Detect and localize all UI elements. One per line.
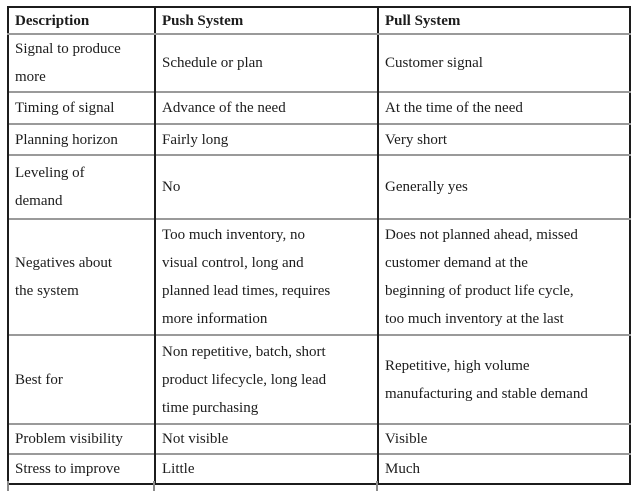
cell-push: Little: [154, 453, 378, 484]
push-pull-comparison-table: Description Push System Pull System Sign…: [7, 6, 631, 485]
table-row-planning-horizon: Planning horizon Fairly long Very short: [7, 123, 630, 155]
table-border-stub: [7, 481, 9, 491]
cell-description: Leveling of demand: [7, 154, 155, 219]
cell-description: Problem visibility: [7, 423, 155, 454]
table-row-negatives: Negatives about the system Too much inve…: [7, 218, 630, 335]
cell-push: Schedule or plan: [154, 33, 378, 92]
cell-pull: Repetitive, high volume manufacturing an…: [377, 334, 630, 424]
cell-description: Negatives about the system: [7, 218, 155, 335]
table-row-stress-to-improve: Stress to improve Little Much: [7, 453, 630, 484]
table-row-problem-visibility: Problem visibility Not visible Visible: [7, 423, 630, 454]
table-row-best-for: Best for Non repetitive, batch, short pr…: [7, 334, 630, 424]
column-header-pull-system: Pull System: [377, 6, 630, 35]
column-header-description: Description: [7, 6, 155, 35]
table-border-stub: [153, 481, 155, 491]
table-row-signal-to-produce: Signal to produce more Schedule or plan …: [7, 33, 630, 92]
cell-push: Advance of the need: [154, 91, 378, 124]
cell-pull: Generally yes: [377, 154, 630, 219]
header-row: Description Push System Pull System: [7, 6, 630, 35]
cell-push: Not visible: [154, 423, 378, 454]
cell-pull: Visible: [377, 423, 630, 454]
cell-pull: Very short: [377, 123, 630, 155]
cell-pull: Customer signal: [377, 33, 630, 92]
table-border-stub: [376, 481, 378, 491]
cell-pull: Does not planned ahead, missed customer …: [377, 218, 630, 335]
cell-description: Signal to produce more: [7, 33, 155, 92]
table-row-timing-of-signal: Timing of signal Advance of the need At …: [7, 91, 630, 124]
table-row-leveling-of-demand: Leveling of demand No Generally yes: [7, 154, 630, 219]
column-header-push-system: Push System: [154, 6, 378, 35]
cell-push: Too much inventory, no visual control, l…: [154, 218, 378, 335]
cell-push: No: [154, 154, 378, 219]
cell-pull: At the time of the need: [377, 91, 630, 124]
cell-description: Best for: [7, 334, 155, 424]
cell-description: Stress to improve: [7, 453, 155, 484]
cell-pull: Much: [377, 453, 630, 484]
cell-push: Non repetitive, batch, short product lif…: [154, 334, 378, 424]
cell-push: Fairly long: [154, 123, 378, 155]
cell-description: Planning horizon: [7, 123, 155, 155]
cell-description: Timing of signal: [7, 91, 155, 124]
